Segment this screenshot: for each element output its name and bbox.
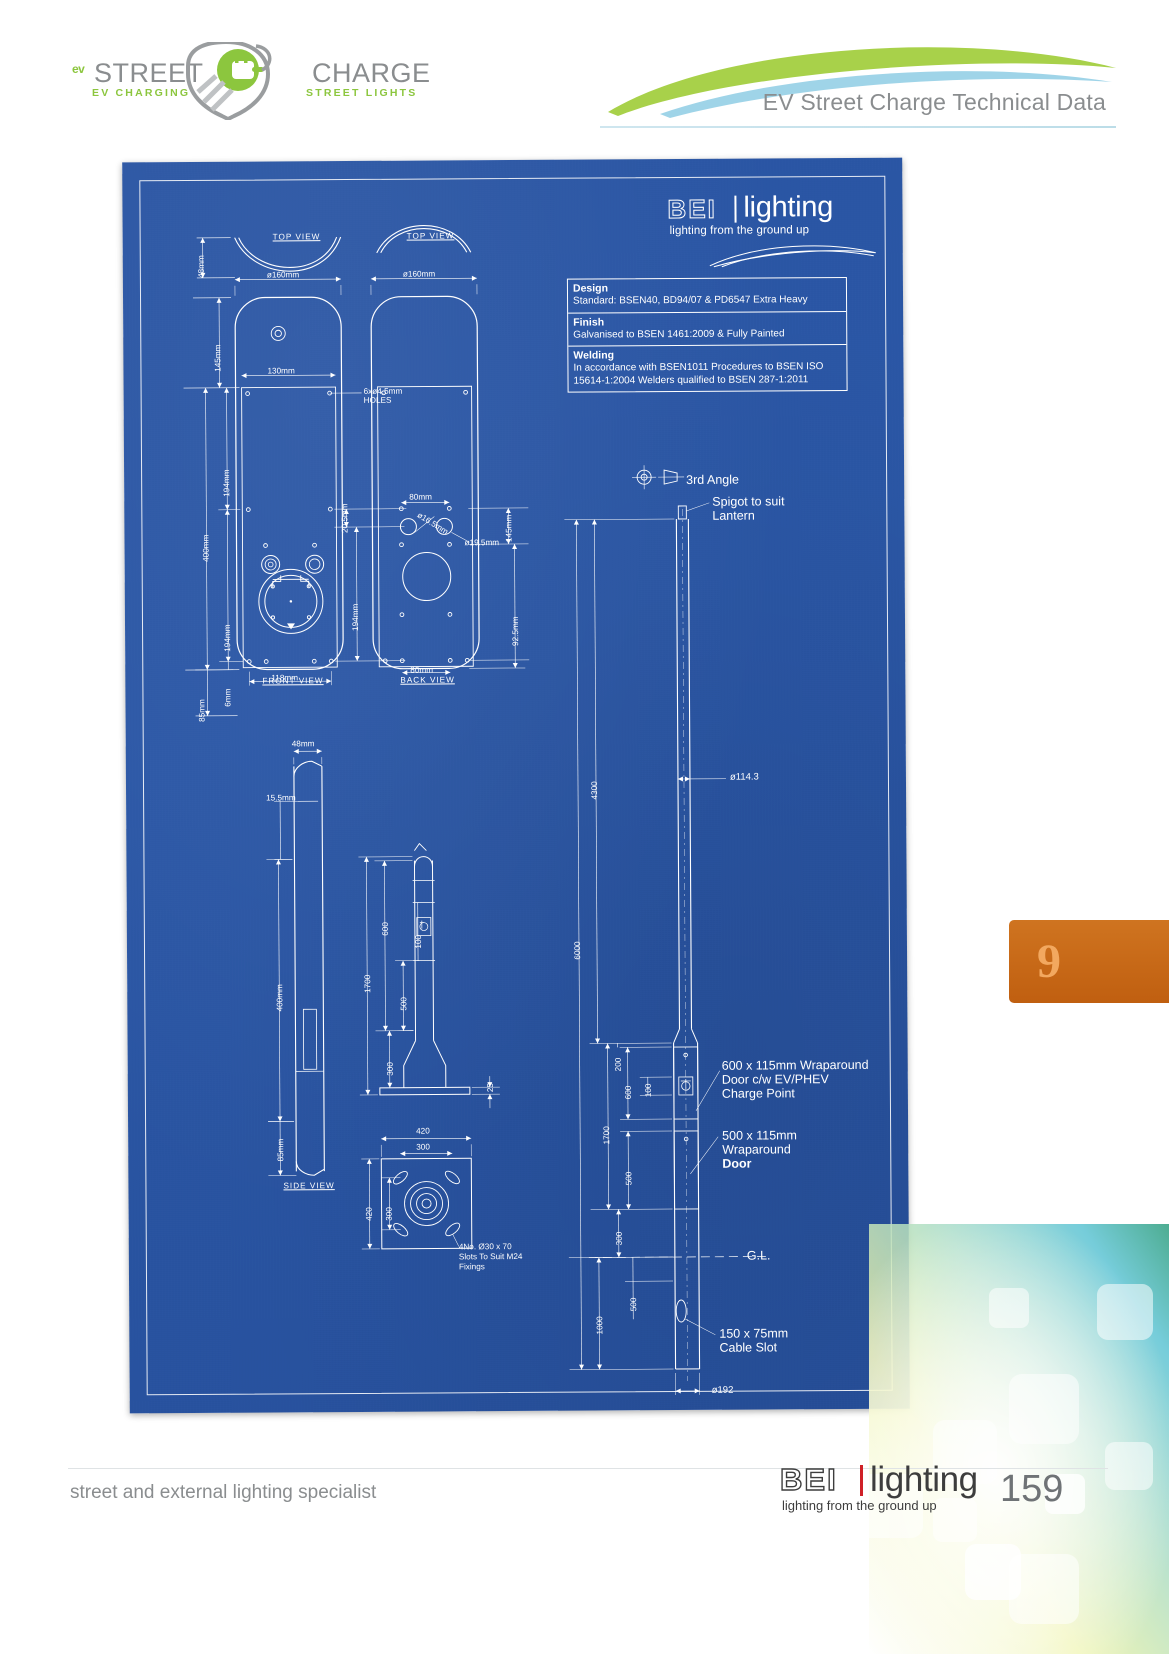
footer-bei-tagline: lighting from the ground up (782, 1498, 937, 1513)
dim-seg-1: 194mm (222, 469, 232, 497)
dim-base-1700: 1700 (363, 974, 373, 993)
dim-base-500: 500 (399, 996, 409, 1011)
dim-back-seg-left: 194mm (350, 603, 361, 632)
dim-side-bottom: 85mm (276, 1138, 286, 1162)
dim-front-width: ø160mm (266, 270, 300, 280)
dim-side-depth: 48mm (291, 739, 315, 749)
dim-back-offset: 20.5mm (340, 503, 350, 534)
note-door-500-line2: Wraparound (722, 1142, 791, 1157)
blueprint-linework (183, 225, 769, 1396)
dim-side-inset: 15.5mm (266, 793, 296, 803)
label-3rd-angle: 3rd Angle (686, 472, 740, 487)
dim-column-200: 200 (613, 1057, 623, 1072)
note-door-600: 600 x 115mm Wraparound Door c/w EV/PHEV … (721, 1057, 869, 1101)
footer-divider (68, 1468, 1108, 1469)
dim-overall: 400mm (201, 534, 211, 562)
swoosh-decoration-icon (608, 47, 1116, 118)
logo-charge-word: CHARGE (312, 58, 431, 88)
dim-base-300: 300 (385, 1062, 395, 1076)
dim-side-height: 400mm (275, 984, 285, 1012)
dim-column-300: 300 (614, 1231, 624, 1246)
logo-subtitle-right: STREET LIGHTS (306, 87, 418, 99)
dim-plate-width-plan: 420 (416, 1126, 430, 1136)
dim-column-600: 600 (623, 1085, 633, 1100)
logo-ev-prefix: ev (72, 62, 85, 76)
section-tab[interactable]: 9 (1009, 920, 1169, 1003)
dim-plate-thickness: 25 (485, 1083, 495, 1093)
note-door-500-line1: 500 x 115mm (722, 1128, 797, 1143)
label-back-view: BACK VIEW (400, 675, 455, 685)
label-side-view: SIDE VIEW (283, 1181, 335, 1191)
dim-top-offset: 145mm (213, 344, 223, 372)
dim-hole-pitch-top: 80mm (409, 492, 433, 502)
dim-base-100: 100 (413, 934, 423, 949)
footer-tagline: street and external lighting specialist (70, 1482, 377, 1503)
bei-lighting-logo-blueprint: BEI lighting lighting from the ground up (667, 191, 877, 268)
footer-bei-wordmark: BEI (779, 1461, 838, 1497)
note-door-500-line3: Door (722, 1156, 752, 1171)
dim-plate-height-plan: 420 (364, 1207, 374, 1221)
dim-column-100: 100 (643, 1083, 653, 1098)
blueprint-drawing: BEI lighting lighting from the ground up… (122, 157, 910, 1414)
note-cable-slot: 150 x 75mm Cable Slot (719, 1326, 789, 1355)
dim-bolt-pitch-w: 300 (416, 1142, 430, 1152)
logo-street-word: STREET (94, 58, 204, 88)
dim-column-total-height: 6000 (572, 941, 583, 960)
dim-seg-2: 194mm (223, 624, 233, 652)
dim-column-upper-height: 4300 (589, 781, 600, 800)
dim-column-500: 500 (624, 1171, 634, 1186)
dim-hole-b: ø19.5mm (464, 538, 500, 548)
ev-plug-logo-icon (186, 42, 272, 120)
logo-subtitle-left: EV CHARGING (92, 87, 191, 99)
dim-back-bottom-right: 92.5mm (510, 616, 521, 647)
dim-column-500-lower: 500 (629, 1297, 639, 1312)
note-spigot: Spigot to suit Lantern (712, 494, 785, 523)
section-tab-number: 9 (1037, 935, 1061, 988)
footer-lighting-word: lighting (870, 1460, 978, 1499)
dim-plate-width: 130mm (267, 366, 295, 376)
dim-shaft-diameter: ø114.3 (729, 771, 759, 783)
bei-lighting-logo-footer: BEI lighting lighting from the ground up (779, 1460, 980, 1513)
page-header: ev STREET CHARGE EV CHARGING STREET LIGH… (0, 0, 1169, 140)
note-slot-fixings: 4No. Ø30 x 70 Slots To Suit M24 Fixings (458, 1242, 523, 1272)
page-title: EV Street Charge Technical Data (762, 89, 1106, 115)
footer-bei-divider-bar (860, 1465, 863, 1496)
dim-base-diameter: ø192 (711, 1384, 734, 1396)
dim-base-600: 600 (380, 922, 390, 936)
dim-back-height-right: 145mm (504, 514, 514, 543)
label-top-view-back: TOP VIEW (406, 231, 455, 241)
page-number: 159 (1000, 1468, 1064, 1510)
label-top-view-front: TOP VIEW (272, 232, 321, 242)
bei-swoosh-icon (709, 245, 876, 268)
dim-small: 6mm (223, 688, 233, 707)
ev-street-charge-logo: ev STREET CHARGE EV CHARGING STREET LIGH… (68, 42, 430, 120)
decor-graphic-icon (869, 1224, 1169, 1654)
dim-holes-note: 6xø4.5mm HOLES (363, 386, 403, 405)
header-divider (600, 126, 1116, 128)
dim-hole-pitch-bottom: 80mm (410, 665, 434, 675)
dim-cap-height: 48mm (196, 255, 206, 278)
dim-back-width: ø160mm (402, 269, 436, 279)
dim-below-ground-1000: 1000 (595, 1316, 605, 1335)
dim-inner-width: 118mm (271, 673, 299, 683)
note-ground-level: G.L. (746, 1248, 771, 1263)
dim-bottom: 85mm (197, 699, 207, 722)
dim-door-zone-1700: 1700 (602, 1126, 612, 1145)
decorative-squares (869, 1224, 1169, 1654)
dim-bolt-pitch-h: 300 (384, 1207, 394, 1221)
header-title-swoosh: EV Street Charge Technical Data (600, 38, 1120, 118)
